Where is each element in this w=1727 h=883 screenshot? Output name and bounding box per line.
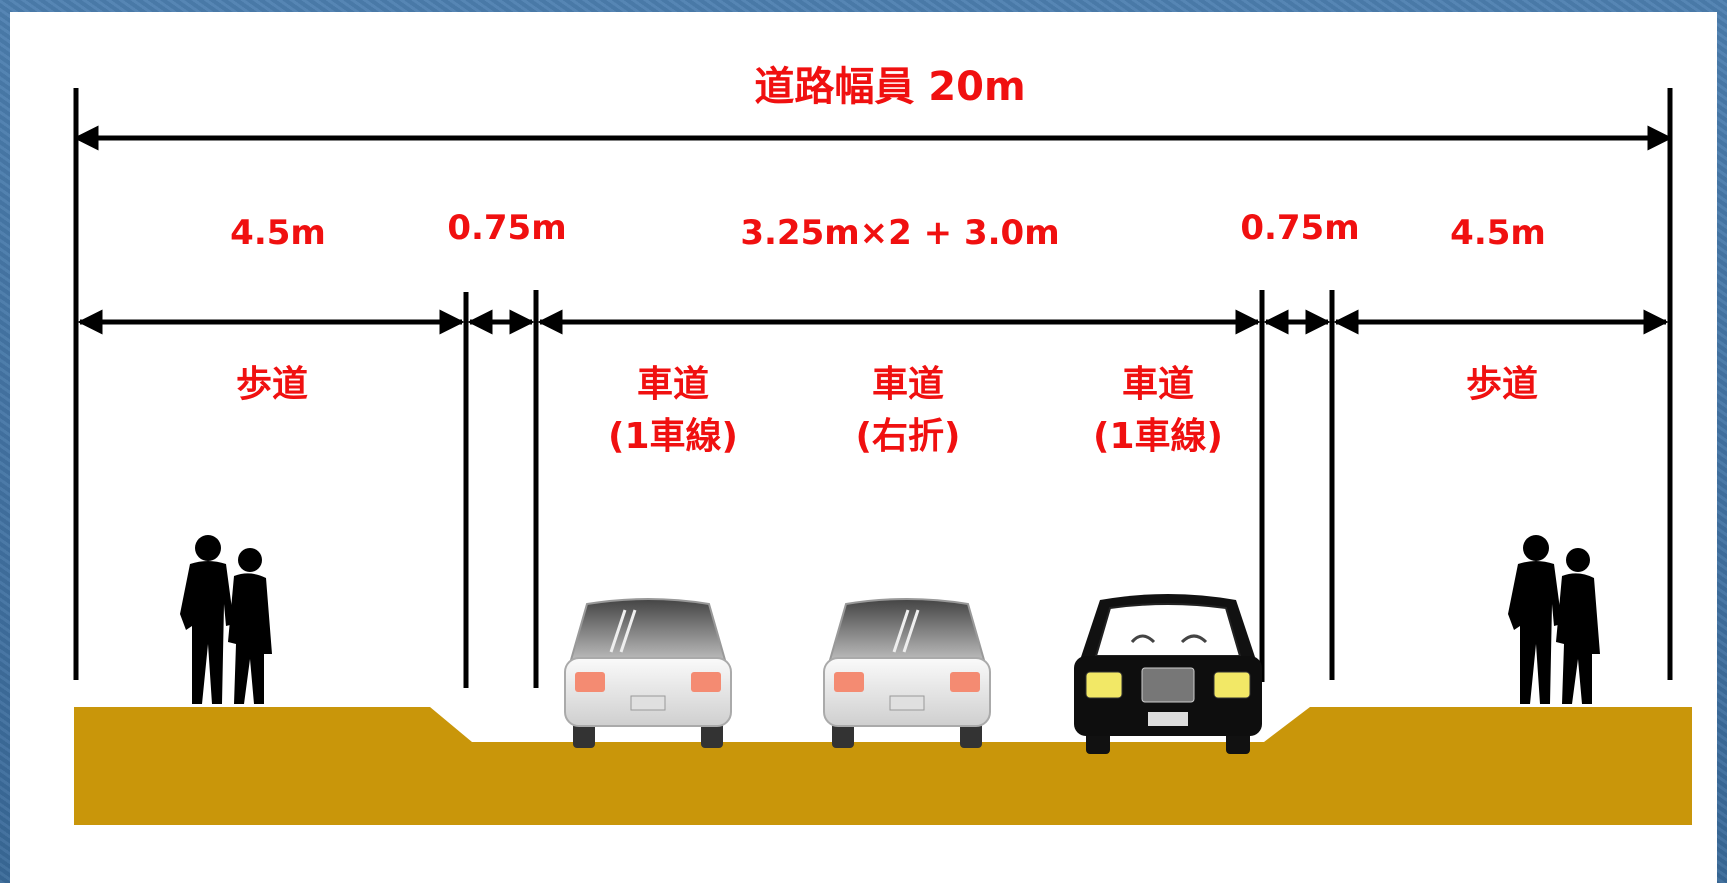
left-buffer-width-label: 0.75m: [447, 208, 566, 248]
total-width-label: 道路幅員 20m: [754, 64, 1025, 110]
left-sidewalk-width-label: 4.5m: [230, 213, 326, 253]
car-rear-icon: [564, 598, 732, 748]
left-sidewalk-label: 歩道: [236, 364, 308, 405]
lane-3-label: 車道: [1122, 364, 1194, 405]
right-sidewalk-width-label: 4.5m: [1450, 213, 1546, 253]
road-cross-section: 道路幅員 20m 4.5m 0.75m 3.25m×2 + 3.0m 0.75m…: [73, 64, 1692, 825]
pedestrian-pair-icon: [1508, 535, 1600, 704]
pedestrian-pair-icon: [180, 535, 272, 704]
road-ground-profile: [74, 707, 1692, 825]
lane-1-label: 車道: [637, 364, 709, 405]
carriageway-width-label: 3.25m×2 + 3.0m: [740, 213, 1059, 253]
lane-2-label: 車道: [872, 364, 944, 405]
car-front-icon: [1074, 594, 1262, 754]
diagram-canvas: 道路幅員 20m 4.5m 0.75m 3.25m×2 + 3.0m 0.75m…: [10, 12, 1717, 883]
lane-2-sublabel: (右折): [856, 416, 961, 457]
lane-3-sublabel: (1車線): [1093, 416, 1223, 457]
right-buffer-width-label: 0.75m: [1240, 208, 1359, 248]
right-sidewalk-label: 歩道: [1466, 364, 1538, 405]
car-rear-icon: [823, 598, 991, 748]
lane-1-sublabel: (1車線): [608, 416, 738, 457]
